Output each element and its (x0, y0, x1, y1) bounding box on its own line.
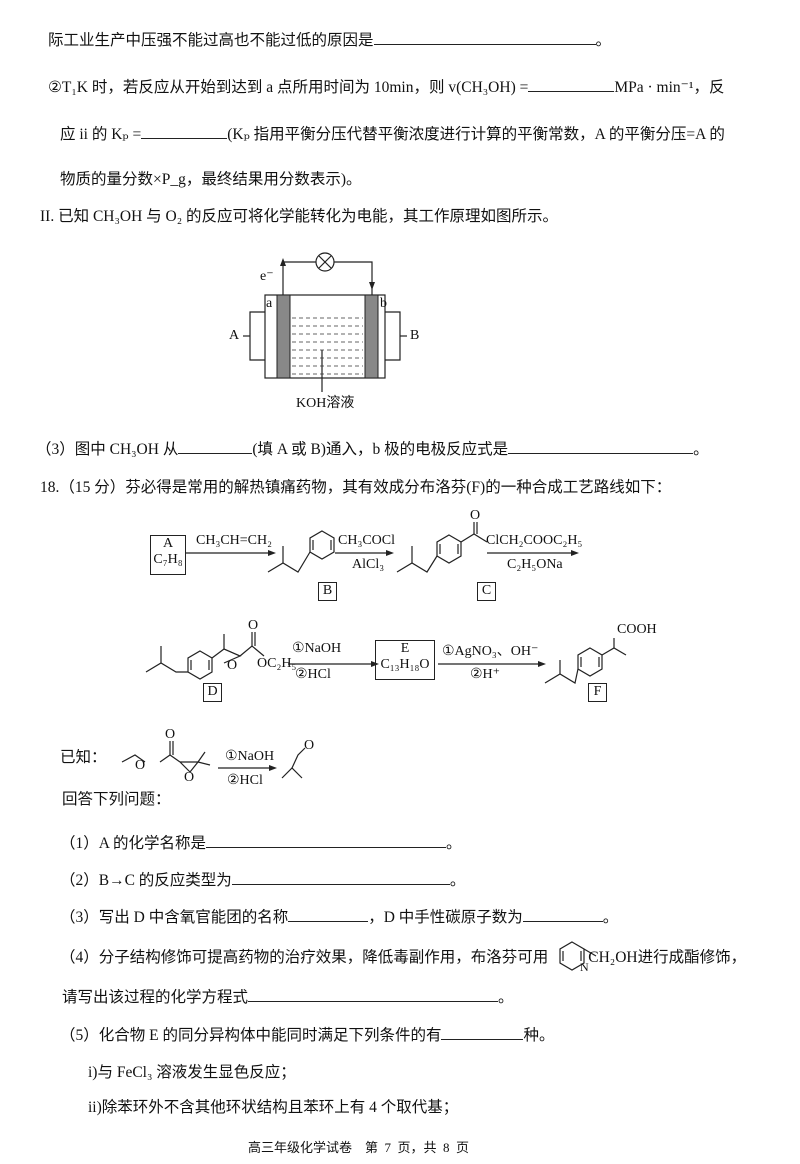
text: (填 A 或 B)通入，b 极的电极反应式是 (252, 441, 509, 458)
question-2: （2）B→C 的反应类型为 。 (60, 870, 465, 891)
text-line: 应 ii 的 Kₚ = (Kₚ 指用平衡分压代替平衡浓度进行计算的平衡常数，A 的… (60, 124, 725, 145)
text: （1）A 的化学名称是 (60, 835, 206, 852)
answer-blank (373, 30, 596, 45)
text: （4）分子结构修饰可提高药物的治疗效果，降低毒副作用，布洛芬可用 (60, 949, 549, 966)
text: 际工业生产中压强不能过高也不能过低的原因是 (48, 32, 374, 49)
text: 。 (498, 989, 514, 1006)
condition-1: i)与 FeCl₃ 溶液发生显色反应； (88, 1064, 296, 1081)
text-line: 际工业生产中压强不能过高也不能过低的原因是 。 (48, 30, 611, 51)
text: MPa · min⁻¹，反 (614, 79, 725, 96)
known-label: 已知： (60, 749, 107, 766)
text: 。 (602, 909, 619, 926)
atom-label: O (470, 508, 481, 523)
reagent-label: CH₃COCl (338, 533, 396, 548)
answer-blank (528, 77, 615, 92)
atom-label: O (304, 738, 315, 753)
text: 请写出该过程的化学方程式 (62, 989, 249, 1006)
reagent-label: ①NaOH (292, 641, 342, 656)
group-label: COOH (617, 622, 657, 637)
reagent-label: C₂H₅ONa (507, 557, 563, 572)
text: (Kₚ 指用平衡分压代替平衡浓度进行计算的平衡常数，A 的平衡分压=A 的 (227, 126, 725, 143)
answer-blank (441, 1025, 524, 1040)
answer-blank (141, 124, 228, 139)
text: 种。 (523, 1027, 555, 1044)
answer-blank (231, 870, 450, 885)
text: （3）写出 D 中含氧官能团的名称 (60, 909, 289, 926)
text: （2）B→C 的反应类型为 (60, 872, 232, 889)
formula: C₁₃H₁₈O (380, 657, 430, 672)
question-4: （4）分子结构修饰可提高药物的治疗效果，降低毒副作用，布洛芬可用 CH₂OH进行成… (60, 948, 746, 968)
text: （5）化合物 E 的同分异构体中能同时满足下列条件的有 (60, 1027, 442, 1044)
answer-blank (205, 833, 446, 848)
answer-blank (508, 439, 694, 454)
atom-label: O (165, 727, 176, 742)
text: ，D 中手性碳原子数为 (368, 909, 523, 926)
text: 。 (445, 835, 462, 852)
electrode-a-label: a (266, 296, 273, 311)
text: ②T₁K 时，若反应从开始到达到 a 点所用时间为 10min，则 v(CH₃O… (48, 79, 529, 96)
group-label: OC₂H₅ (257, 656, 297, 671)
reagent-label: ②H⁺ (470, 667, 501, 682)
reagent-label: ②HCl (227, 773, 263, 788)
compound-b-box: B (318, 582, 337, 601)
text-line: 回答下列问题： (62, 791, 171, 808)
reagent-label: ClCH₂COOC₂H₅ (486, 533, 583, 548)
answer-blank (178, 439, 253, 454)
atom-label: O (227, 658, 238, 673)
atom-label: O (248, 618, 259, 633)
text: 应 ii 的 Kₚ = (60, 126, 142, 143)
reagent-label: CH₃CH=CH₂ (196, 533, 273, 548)
formula: C₇H₈ (153, 552, 183, 567)
text: 进行成酯修饰， (637, 949, 747, 966)
condition-2: ii)除苯环外不含其他环状结构且苯环上有 4 个取代基； (88, 1099, 459, 1116)
answer-blank (522, 907, 603, 922)
label: A (162, 536, 174, 551)
reagent-label: ②HCl (295, 667, 331, 682)
electrode-b-label: b (380, 296, 387, 311)
section-heading: II. 已知 CH₃OH 与 O₂ 的反应可将化学能转化为电能，其工作原理如图所… (40, 208, 558, 225)
answer-blank (248, 987, 499, 1002)
question-3: （3）写出 D 中含氧官能团的名称 ，D 中手性碳原子数为 。 (60, 907, 618, 928)
text: 。 (449, 872, 466, 889)
inlet-a-label: A (229, 328, 240, 343)
answer-blank (288, 907, 369, 922)
question-5: （5）化合物 E 的同分异构体中能同时满足下列条件的有 种。 (60, 1025, 555, 1046)
text: 。 (595, 32, 612, 49)
reagent-label: ①NaOH (225, 749, 275, 764)
atom-label: O (135, 758, 146, 773)
text-line: ②T₁K 时，若反应从开始到达到 a 点所用时间为 10min，则 v(CH₃O… (48, 77, 724, 98)
atom-label: O (184, 770, 195, 785)
label: E (400, 641, 410, 656)
group-label: CH₂OH (588, 949, 638, 966)
question-1: （1）A 的化学名称是 。 (60, 833, 461, 854)
question-4-cont: 请写出该过程的化学方程式 。 (62, 987, 514, 1008)
inlet-b-label: B (410, 328, 420, 343)
text: （3）图中 CH₃OH 从 (36, 441, 179, 458)
electrolyte-label: KOH溶液 (296, 396, 355, 411)
compound-d-box: D (203, 683, 222, 702)
electron-label: e⁻ (260, 269, 274, 284)
reagent-label: AlCl₃ (352, 557, 385, 572)
text: 。 (693, 441, 709, 458)
text-line: 物质的量分数×P_g，最终结果用分数表示)。 (60, 171, 362, 188)
compound-c-box: C (477, 582, 496, 601)
question-3: （3）图中 CH₃OH 从 (填 A 或 B)通入，b 极的电极反应式是 。 (36, 439, 709, 460)
atom-label: N (580, 960, 589, 974)
compound-f-box: F (588, 683, 607, 702)
page-footer: 高三年级化学试卷 第 7 页，共 8 页 (248, 1140, 470, 1155)
reagent-label: ①AgNO₃、OH⁻ (442, 644, 539, 659)
question-18-heading: 18.（15 分）芬必得是常用的解热镇痛药物，其有效成分布洛芬(F)的一种合成工… (40, 479, 672, 496)
